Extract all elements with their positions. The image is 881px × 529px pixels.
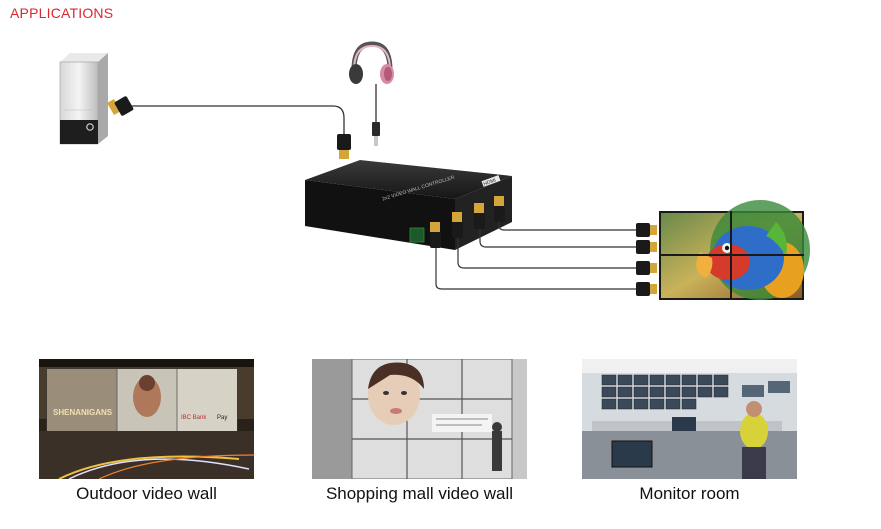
outdoor-pay-text: Pay — [217, 415, 227, 421]
monitor-room-image — [582, 359, 797, 479]
led-display — [409, 227, 425, 243]
outdoor-video-wall-caption: Outdoor video wall — [76, 484, 217, 503]
shopping-mall-video-wall-image — [312, 359, 527, 479]
monitor-room-caption: Monitor room — [639, 484, 740, 503]
hdmi-logo: HDMI — [483, 177, 497, 187]
headphones — [349, 41, 394, 84]
audio-jack — [372, 122, 380, 146]
outdoor-sign-text: SHENANIGANS — [53, 408, 113, 417]
outdoor-bank-text: IBC Bank — [181, 415, 207, 421]
hdmi-plug-pc — [107, 96, 134, 116]
hdmi-plugs-display — [636, 223, 657, 296]
connection-diagram: 2x2 VIDEO WALL CONTROLLER HDMI — [59, 41, 810, 300]
hdmi-plug-input — [337, 134, 351, 159]
section-heading: APPLICATIONS — [10, 5, 114, 21]
shopping-mall-video-wall-caption: Shopping mall video wall — [325, 484, 514, 503]
hdmi-output-cables — [435, 222, 636, 290]
pc-tower — [59, 53, 108, 145]
hdmi-cable-input — [131, 105, 345, 134]
output-plugs — [430, 196, 505, 248]
video-wall-controller: 2x2 VIDEO WALL CONTROLLER HDMI — [305, 160, 512, 250]
outdoor-video-wall-image: SHENANIGANS IBC Bank Pay — [39, 359, 254, 479]
video-wall-display — [659, 200, 810, 300]
